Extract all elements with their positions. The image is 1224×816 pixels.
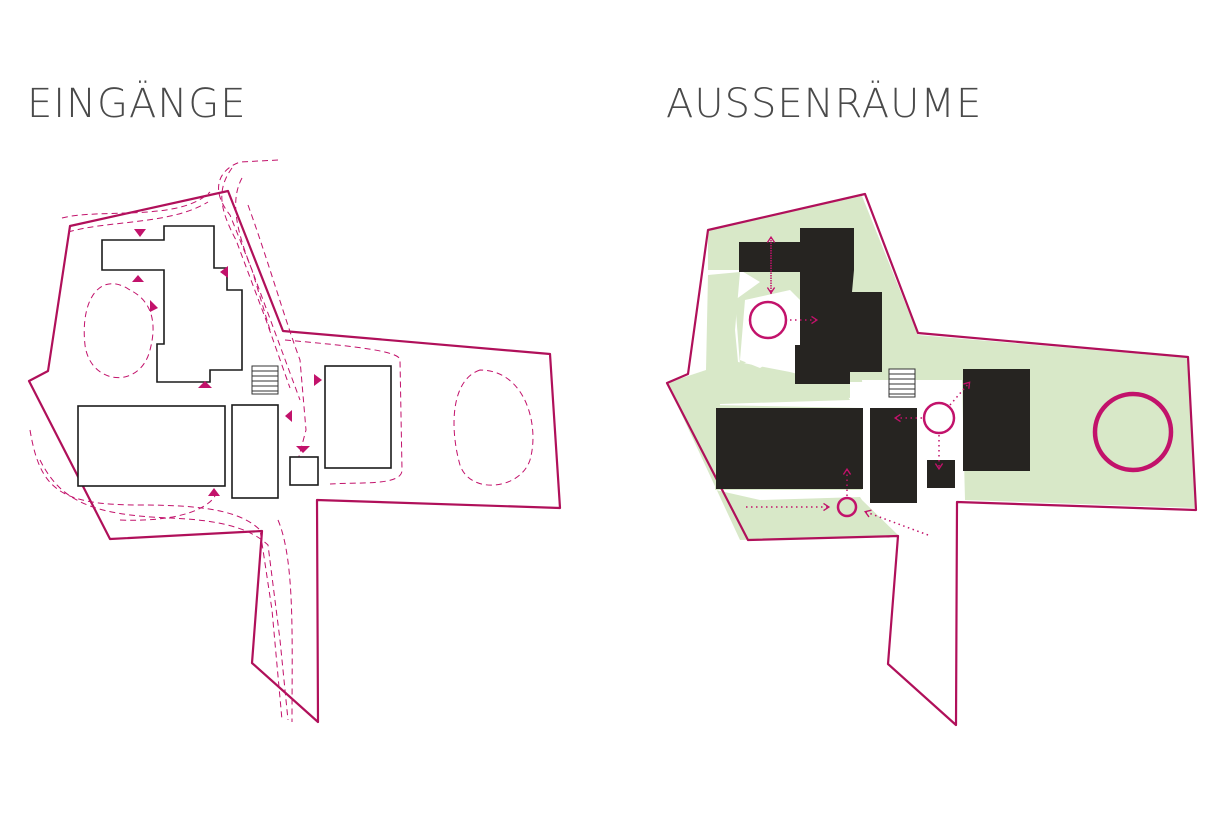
paved-areas: [740, 290, 962, 502]
building-middle: [870, 408, 917, 503]
park-circle-icon: [1092, 391, 1174, 473]
entrance-arrow-icon: [132, 275, 144, 282]
building-main: [739, 228, 882, 384]
stairs: [888, 368, 916, 398]
building-hall-west: [716, 408, 863, 489]
entrance-arrow-icon: [150, 300, 158, 312]
building-east: [963, 369, 1030, 471]
outdoor-space-markers: [748, 300, 1174, 518]
site-boundary: [27, 189, 562, 724]
buildings-outline: [77, 225, 392, 499]
site-boundary: [665, 192, 1198, 727]
diagram-title-entrances: EINGÄNGE: [27, 81, 247, 127]
entrance-arrow-icon: [208, 488, 220, 496]
green-spaces: [667, 196, 1196, 540]
stairs: [251, 365, 279, 395]
connection-arrows: [746, 235, 971, 536]
building-small: [289, 456, 319, 486]
entrances-site-plan: [27, 159, 562, 724]
entrance-arrow-icon: [285, 410, 292, 422]
buildings-filled: [716, 228, 1030, 503]
building-hall-west: [77, 405, 226, 487]
plaza-circle-icon: [922, 401, 956, 435]
entrance-arrow-icon: [314, 374, 322, 386]
entrance-arrow-icon: [198, 381, 212, 388]
diagram-title-outdoor-spaces: AUSSENRÄUME: [666, 81, 983, 127]
entrance-arrow-icon: [220, 266, 228, 278]
building-main: [101, 225, 243, 383]
courtyard-circle-icon: [748, 300, 788, 340]
entrance-arrow-icon: [296, 446, 310, 453]
building-east: [324, 365, 392, 469]
building-middle: [231, 404, 279, 499]
entrance-arrow-icon: [134, 229, 146, 237]
entry-circle-icon: [836, 496, 858, 518]
building-small: [927, 460, 955, 488]
access-paths: [29, 159, 534, 723]
entrance-markers: [132, 229, 322, 496]
